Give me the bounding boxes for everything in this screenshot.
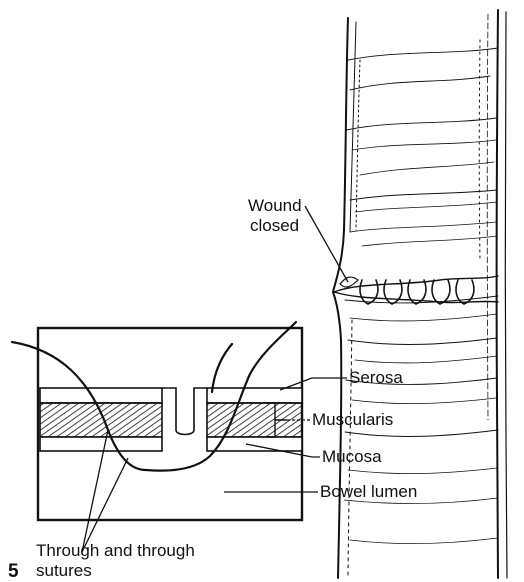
- sutures-label-line1: Through and through: [36, 541, 195, 560]
- serosa-label: Serosa: [349, 368, 403, 387]
- bowel-right-wall: [497, 10, 498, 578]
- bowel-lumen-label: Bowel lumen: [320, 482, 417, 501]
- wound-label-line1: Wound: [248, 196, 302, 215]
- wound-closed-label: Wound closed: [248, 196, 348, 282]
- figure-number: 5: [8, 561, 19, 582]
- figure-caption: 5 Through and through sutures: [8, 541, 195, 582]
- wound-label-line2: closed: [250, 216, 299, 235]
- wound-leader-line: [305, 206, 348, 282]
- left-tissue-block: [40, 388, 162, 451]
- muscularis-label: Muscularis: [312, 410, 393, 429]
- sutures-label-line2: sutures: [36, 561, 92, 580]
- mucosa-label: Mucosa: [322, 447, 382, 466]
- cross-section-inset: [12, 322, 302, 552]
